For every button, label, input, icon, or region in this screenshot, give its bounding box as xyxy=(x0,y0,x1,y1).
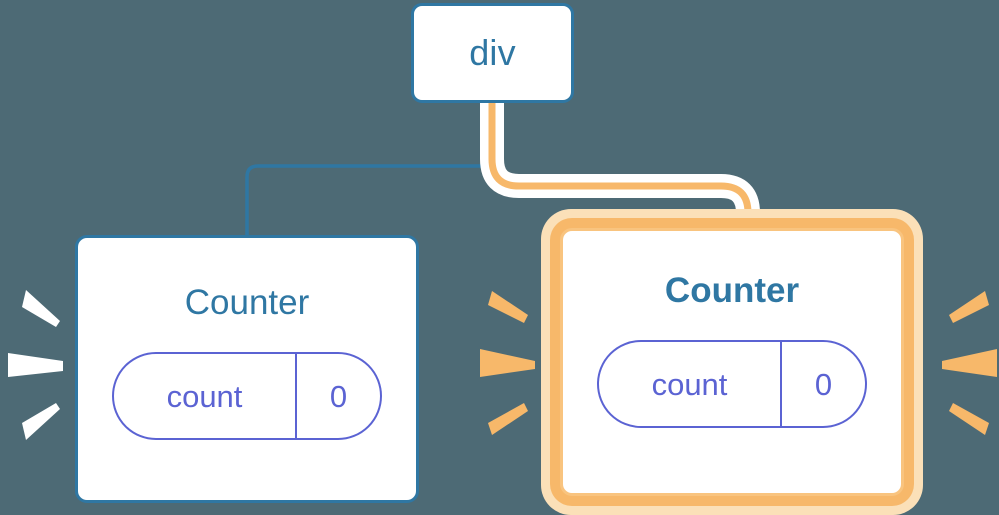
spark-icon xyxy=(8,353,63,377)
spark-icon xyxy=(22,403,60,440)
spark-group-left-outer xyxy=(8,285,70,445)
spark-icon xyxy=(488,291,528,323)
state-value-left: 0 xyxy=(295,354,380,438)
spark-icon xyxy=(22,290,60,327)
node-counter-left-title: Counter xyxy=(184,283,310,322)
node-counter-right[interactable]: Counter count 0 xyxy=(560,228,904,496)
spark-icon xyxy=(949,403,989,435)
state-key-left: count xyxy=(166,378,243,414)
node-div-label: div xyxy=(469,32,516,73)
spark-icon xyxy=(488,403,528,435)
edge-div-to-counter-right xyxy=(488,103,752,240)
node-counter-right-title: Counter xyxy=(664,271,800,310)
node-div[interactable]: div xyxy=(411,3,574,103)
spark-group-middle xyxy=(480,283,542,443)
edge-halo xyxy=(480,103,760,236)
spark-group-right xyxy=(935,283,997,443)
spark-icon xyxy=(480,349,535,377)
node-counter-left[interactable]: Counter count 0 xyxy=(75,235,419,503)
state-pill-left: count 0 xyxy=(112,352,382,440)
spark-icon xyxy=(949,291,989,323)
state-pill-right: count 0 xyxy=(597,340,867,428)
state-key-right: count xyxy=(651,366,728,402)
state-value-right: 0 xyxy=(780,342,865,426)
spark-icon xyxy=(942,349,997,377)
edge-div-to-counter-left xyxy=(245,103,494,236)
